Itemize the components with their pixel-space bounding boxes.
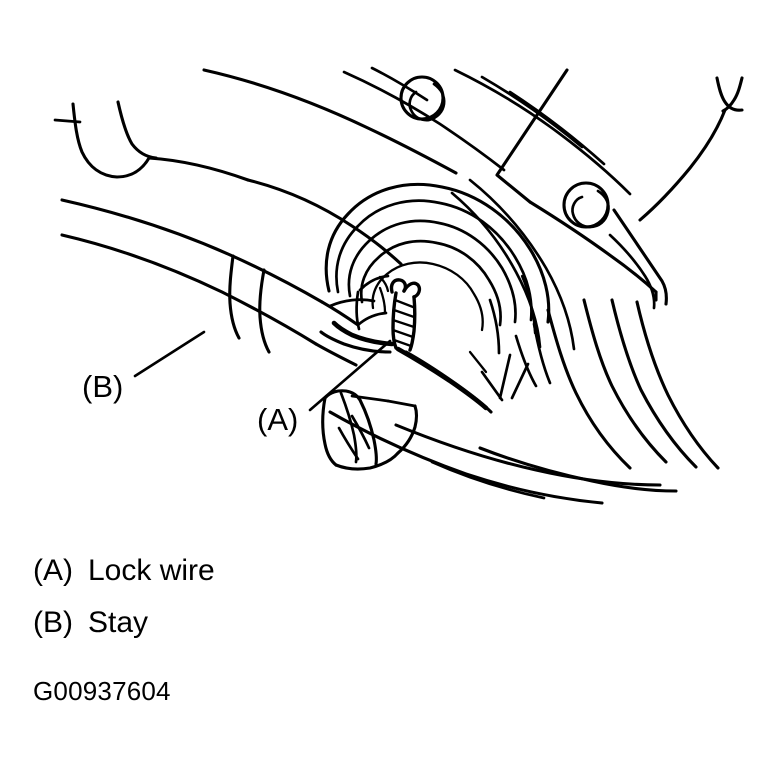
figure-id-label: G00937604 [33, 676, 171, 706]
callout-b: (B) [82, 330, 206, 404]
right-flange-edge [495, 68, 668, 310]
stay-end-joint [328, 286, 388, 327]
legend-description-a: Lock wire [88, 554, 215, 587]
technical-drawing: (B) (A) [0, 0, 778, 540]
callout-b-label: (B) [82, 369, 123, 404]
engine-body-curves [514, 298, 720, 470]
bolt-hole-lower [562, 181, 610, 229]
bolt-hole-upper [399, 75, 446, 122]
callout-a-label: (A) [257, 402, 298, 437]
lower-body-edges [328, 410, 678, 505]
lock-wire [319, 278, 493, 414]
line-art-svg: (B) (A) [0, 0, 778, 540]
bolt-head-fitting [355, 274, 390, 331]
upper-left-bracket [53, 100, 250, 182]
legend: (A) Lock wire (B) Stay [0, 545, 778, 649]
legend-row-a: (A) Lock wire [0, 545, 778, 597]
legend-row-b: (B) Stay [0, 597, 778, 649]
drawing-background [0, 0, 778, 540]
stay-clamp-band [228, 254, 271, 354]
housing-flow-lines [450, 178, 576, 355]
housing-dome [324, 182, 551, 332]
legend-key-b: (B) [33, 606, 73, 639]
legend-key-a: (A) [33, 554, 73, 587]
legend-description-b: Stay [88, 606, 149, 639]
stay-tube [60, 198, 360, 367]
ribbed-cap [321, 389, 419, 471]
upper-right-branch [638, 76, 744, 222]
callout-a: (A) [257, 339, 392, 437]
bracket-ticks [468, 350, 530, 402]
